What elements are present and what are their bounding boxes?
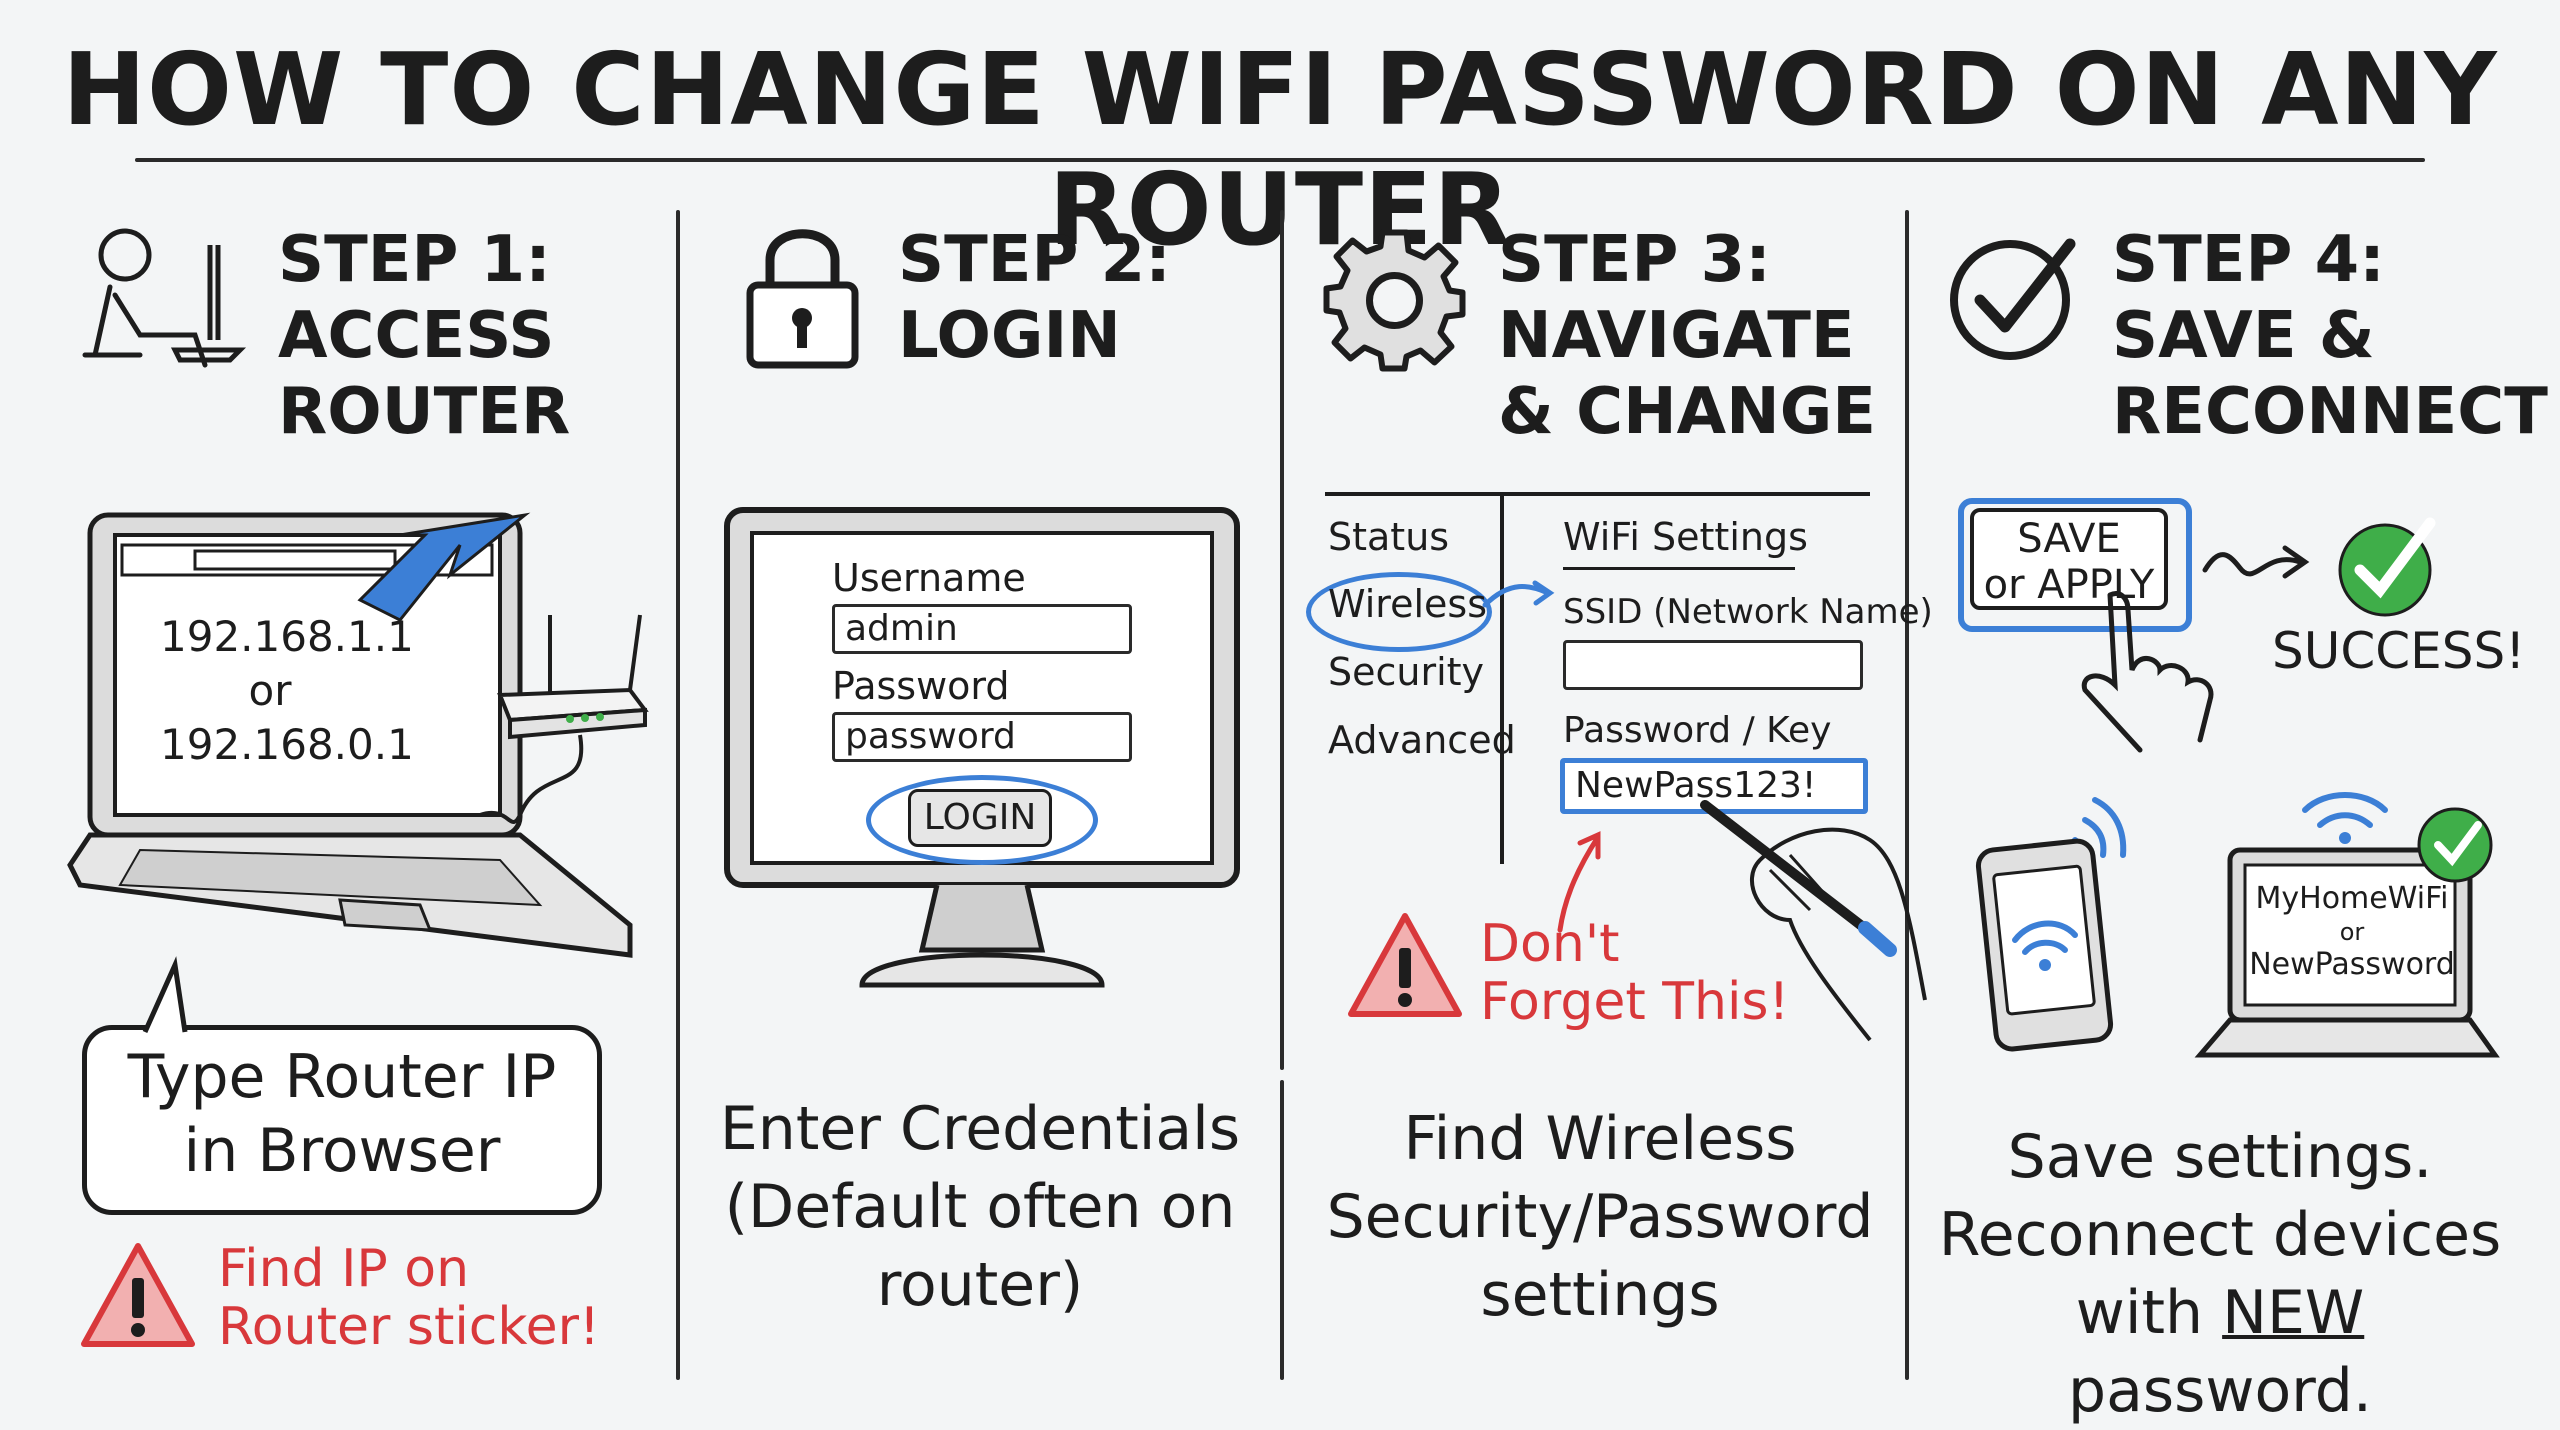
person-computer-icon: [80, 225, 250, 369]
username-label: Username: [832, 556, 1026, 600]
step-3-caption: Find Wireless Security/Password settings: [1326, 1104, 1874, 1330]
callout-bubble: [82, 1025, 602, 1215]
pointing-hand-icon: [2080, 590, 2230, 754]
success-check-icon: [2335, 515, 2440, 624]
laptop-screen-text: MyHomeWiFi or NewPassword: [2249, 881, 2455, 982]
menu-security[interactable]: Security: [1328, 650, 1485, 694]
warning-icon: [78, 1240, 198, 1354]
key-field[interactable]: NewPass123!: [1560, 758, 1868, 814]
step-1-heading: STEP 1: ACCESS ROUTER: [278, 223, 571, 449]
step-2-caption: Enter Credentials (Default often on rout…: [719, 1094, 1241, 1320]
column-divider: [1905, 210, 1909, 1380]
column-divider: [676, 210, 680, 1380]
key-label: Password / Key: [1563, 710, 1832, 751]
password-field[interactable]: password: [832, 712, 1132, 762]
step-4-caption: Save settings. Reconnect devices with NE…: [1938, 1122, 2502, 1426]
callout-tail: [140, 956, 200, 1039]
menu-wireless[interactable]: Wireless: [1328, 582, 1487, 626]
menu-status[interactable]: Status: [1328, 515, 1450, 559]
step-3-heading: STEP 3: NAVIGATE & CHANGE: [1498, 223, 1876, 449]
monitor-illustration: [722, 505, 1242, 999]
laptop-wifi-icon: [2180, 770, 2510, 1074]
arrow-icon: [1480, 575, 1560, 619]
red-arrow-icon: [1550, 825, 1610, 939]
save-highlight: [1958, 498, 2192, 632]
warning-text: Don't Forget This!: [1480, 914, 1790, 1032]
wifi-settings-title: WiFi Settings: [1563, 515, 1808, 559]
padlock-icon: [745, 220, 860, 374]
wireless-highlight: [1306, 572, 1492, 652]
username-field[interactable]: admin: [832, 604, 1132, 654]
login-highlight: [866, 775, 1098, 865]
laptop-illustration: [67, 505, 650, 989]
success-label: SUCCESS!: [2272, 622, 2526, 680]
page-title: HOW TO CHANGE WIFI PASSWORD ON ANY ROUTE…: [62, 31, 2498, 268]
warning-icon: [1345, 910, 1465, 1024]
phone-wifi-icon: [1975, 770, 2195, 1064]
step-2-heading: STEP 2: LOGIN: [898, 223, 1171, 373]
squiggle-arrow-icon: [2200, 540, 2315, 594]
column-divider: [1280, 210, 1284, 1070]
ssid-field[interactable]: [1563, 640, 1863, 690]
step-4-heading: STEP 4: SAVE & RECONNECT: [2112, 223, 2548, 449]
checkmark-circle-icon: [1950, 232, 2080, 366]
new-emphasis: NEW: [2222, 1278, 2365, 1348]
settings-sidebar-rule: [1500, 492, 1504, 864]
menu-advanced[interactable]: Advanced: [1328, 718, 1516, 762]
browser-ip-text: 192.168.1.1 or 192.168.0.1: [160, 612, 414, 769]
title-underline: [135, 158, 2425, 162]
wifi-settings-underline: [1563, 567, 1795, 570]
hand-pen-icon: [1700, 800, 1930, 1054]
gear-icon: [1322, 228, 1467, 377]
warning-text: Find IP on Router sticker!: [218, 1239, 600, 1357]
login-button[interactable]: LOGIN: [908, 789, 1052, 847]
settings-top-rule: [1325, 492, 1870, 496]
ssid-label: SSID (Network Name): [1563, 592, 1933, 632]
callout-text: Type Router IP in Browser: [127, 1042, 557, 1186]
column-divider: [1280, 1080, 1284, 1380]
password-label: Password: [832, 664, 1010, 708]
